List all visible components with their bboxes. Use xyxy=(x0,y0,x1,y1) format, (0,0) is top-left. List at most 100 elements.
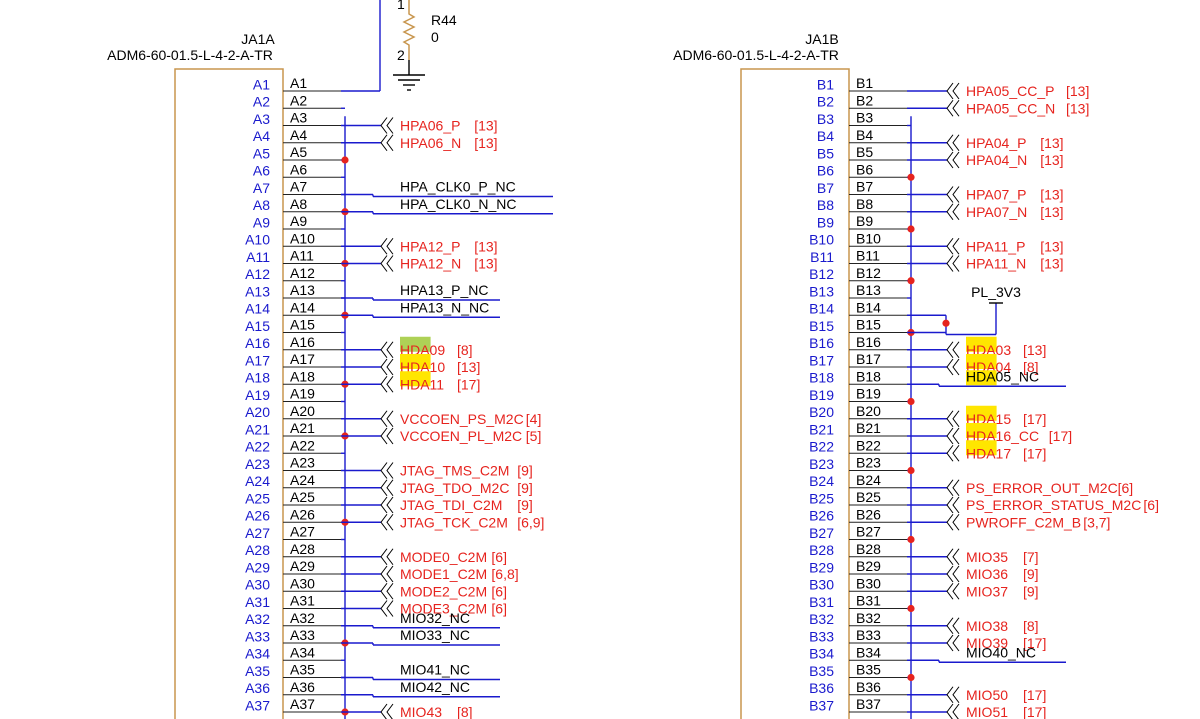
pad-label: B4 xyxy=(817,128,834,144)
net-label: MIO51 xyxy=(966,704,1008,719)
resistor-pin1: 1 xyxy=(397,0,405,12)
net-highlight xyxy=(966,336,997,352)
offpage-connector-icon xyxy=(380,513,394,531)
net-label: PWROFF_C2M_B xyxy=(966,514,1081,530)
pin-number: B5 xyxy=(856,144,873,160)
page-reference: [13] xyxy=(474,118,497,134)
pin-number: B6 xyxy=(856,161,873,177)
offpage-connector-icon xyxy=(946,427,960,445)
pad-label: A1 xyxy=(253,76,270,92)
offpage-connector-icon xyxy=(946,617,960,635)
pin-number: B36 xyxy=(856,679,881,695)
net-label: MIO38 xyxy=(966,618,1008,634)
pad-label: A13 xyxy=(245,283,270,299)
pin-number: A28 xyxy=(290,541,315,557)
pad-label: B36 xyxy=(809,680,834,696)
page-reference: [6] xyxy=(1143,497,1159,513)
page-reference: [13] xyxy=(1040,135,1063,151)
pad-label: B1 xyxy=(817,76,834,92)
pad-label: A17 xyxy=(245,352,270,368)
pin-number: B26 xyxy=(856,506,881,522)
net-label: MODE1_C2M xyxy=(400,566,487,582)
page-reference: [17] xyxy=(1023,635,1046,651)
offpage-connector-icon xyxy=(946,444,960,462)
pin-number: B37 xyxy=(856,696,881,712)
net-highlight xyxy=(966,440,997,456)
page-reference: [13] xyxy=(1066,83,1089,99)
page-reference: [9] xyxy=(517,497,533,513)
net-highlight xyxy=(966,370,997,386)
page-reference: [13] xyxy=(1023,342,1046,358)
offpage-connector-icon xyxy=(946,582,960,600)
net-label: MIO36 xyxy=(966,566,1008,582)
pad-label: A6 xyxy=(253,163,270,179)
page-reference: [13] xyxy=(1040,152,1063,168)
offpage-connector-icon xyxy=(380,479,394,497)
connector-part-number: ADM6-60-01.5-L-4-2-A-TR xyxy=(107,47,273,63)
offpage-connector-icon xyxy=(380,134,394,152)
pad-label: B10 xyxy=(809,232,834,248)
net-label: HPA12_P xyxy=(400,238,460,254)
net-label: JTAG_TDO_M2C xyxy=(400,480,509,496)
net-label: VCCOEN_PS_M2C xyxy=(400,411,524,427)
pin-number: B27 xyxy=(856,524,881,540)
pad-label: A9 xyxy=(253,214,270,230)
net-label: HDA16_CC xyxy=(966,428,1039,444)
pin-number: B24 xyxy=(856,472,881,488)
pin-number: B2 xyxy=(856,92,873,108)
pin-number: A12 xyxy=(290,265,315,281)
page-reference: [7] xyxy=(1023,549,1039,565)
offpage-connector-icon xyxy=(946,203,960,221)
pin-number: B34 xyxy=(856,644,881,660)
pin-number: A33 xyxy=(290,627,315,643)
junction-dot xyxy=(907,466,915,475)
pin-number: A17 xyxy=(290,351,315,367)
resistor-value: 0 xyxy=(431,29,439,45)
pad-label: A7 xyxy=(253,180,270,196)
pin-number: A36 xyxy=(290,679,315,695)
pad-label: A27 xyxy=(245,525,270,541)
pad-label: A25 xyxy=(245,490,270,506)
page-reference: [8] xyxy=(1023,618,1039,634)
offpage-connector-icon xyxy=(380,548,394,566)
offpage-connector-icon xyxy=(946,255,960,272)
net-highlight xyxy=(400,371,431,387)
pin-number: A7 xyxy=(290,179,307,195)
junction-dot xyxy=(907,225,915,233)
offpage-connector-icon xyxy=(946,151,960,169)
page-reference: [6] xyxy=(491,601,507,617)
pin-number: A35 xyxy=(290,662,315,678)
page-reference: [8] xyxy=(457,704,473,719)
pad-label: B37 xyxy=(809,697,834,713)
pad-label: A31 xyxy=(245,594,270,610)
pad-label: A14 xyxy=(245,301,270,317)
page-reference: [9] xyxy=(517,480,533,496)
pin-number: A31 xyxy=(290,593,315,609)
resistor-ref: R44 xyxy=(431,12,457,28)
power-pl-3v3: PL_3V3 xyxy=(907,284,1021,336)
net-label: MIO50 xyxy=(966,687,1008,703)
pin-number: B14 xyxy=(856,299,881,315)
pin-number: B25 xyxy=(856,489,881,505)
net-label: HDA11 xyxy=(400,376,444,392)
net-highlight xyxy=(400,336,431,352)
pin-number: A1 xyxy=(290,75,307,91)
pad-label: A5 xyxy=(253,145,270,161)
pad-label: A10 xyxy=(245,232,270,248)
offpage-connector-icon xyxy=(946,513,960,531)
pin-number: A16 xyxy=(290,334,315,350)
net-label: HPA11_N xyxy=(966,256,1026,272)
pad-label: A33 xyxy=(245,628,270,644)
connector-ja1a: JA1AADM6-60-01.5-L-4-2-A-TRA1A1A2A2A3A3A… xyxy=(107,31,553,719)
resistor-pin2: 2 xyxy=(397,47,405,63)
net-label: MODE3_C2M xyxy=(400,601,487,617)
pad-label: A12 xyxy=(245,266,270,282)
pin-number: A26 xyxy=(290,506,315,522)
junction-dot xyxy=(907,535,915,544)
pin-number: B18 xyxy=(856,368,881,384)
pin-number: A23 xyxy=(290,455,315,471)
junction-dot xyxy=(907,277,915,285)
page-reference: [17] xyxy=(1049,428,1072,444)
offpage-connector-icon xyxy=(946,686,960,704)
pin-number: B8 xyxy=(856,196,873,212)
